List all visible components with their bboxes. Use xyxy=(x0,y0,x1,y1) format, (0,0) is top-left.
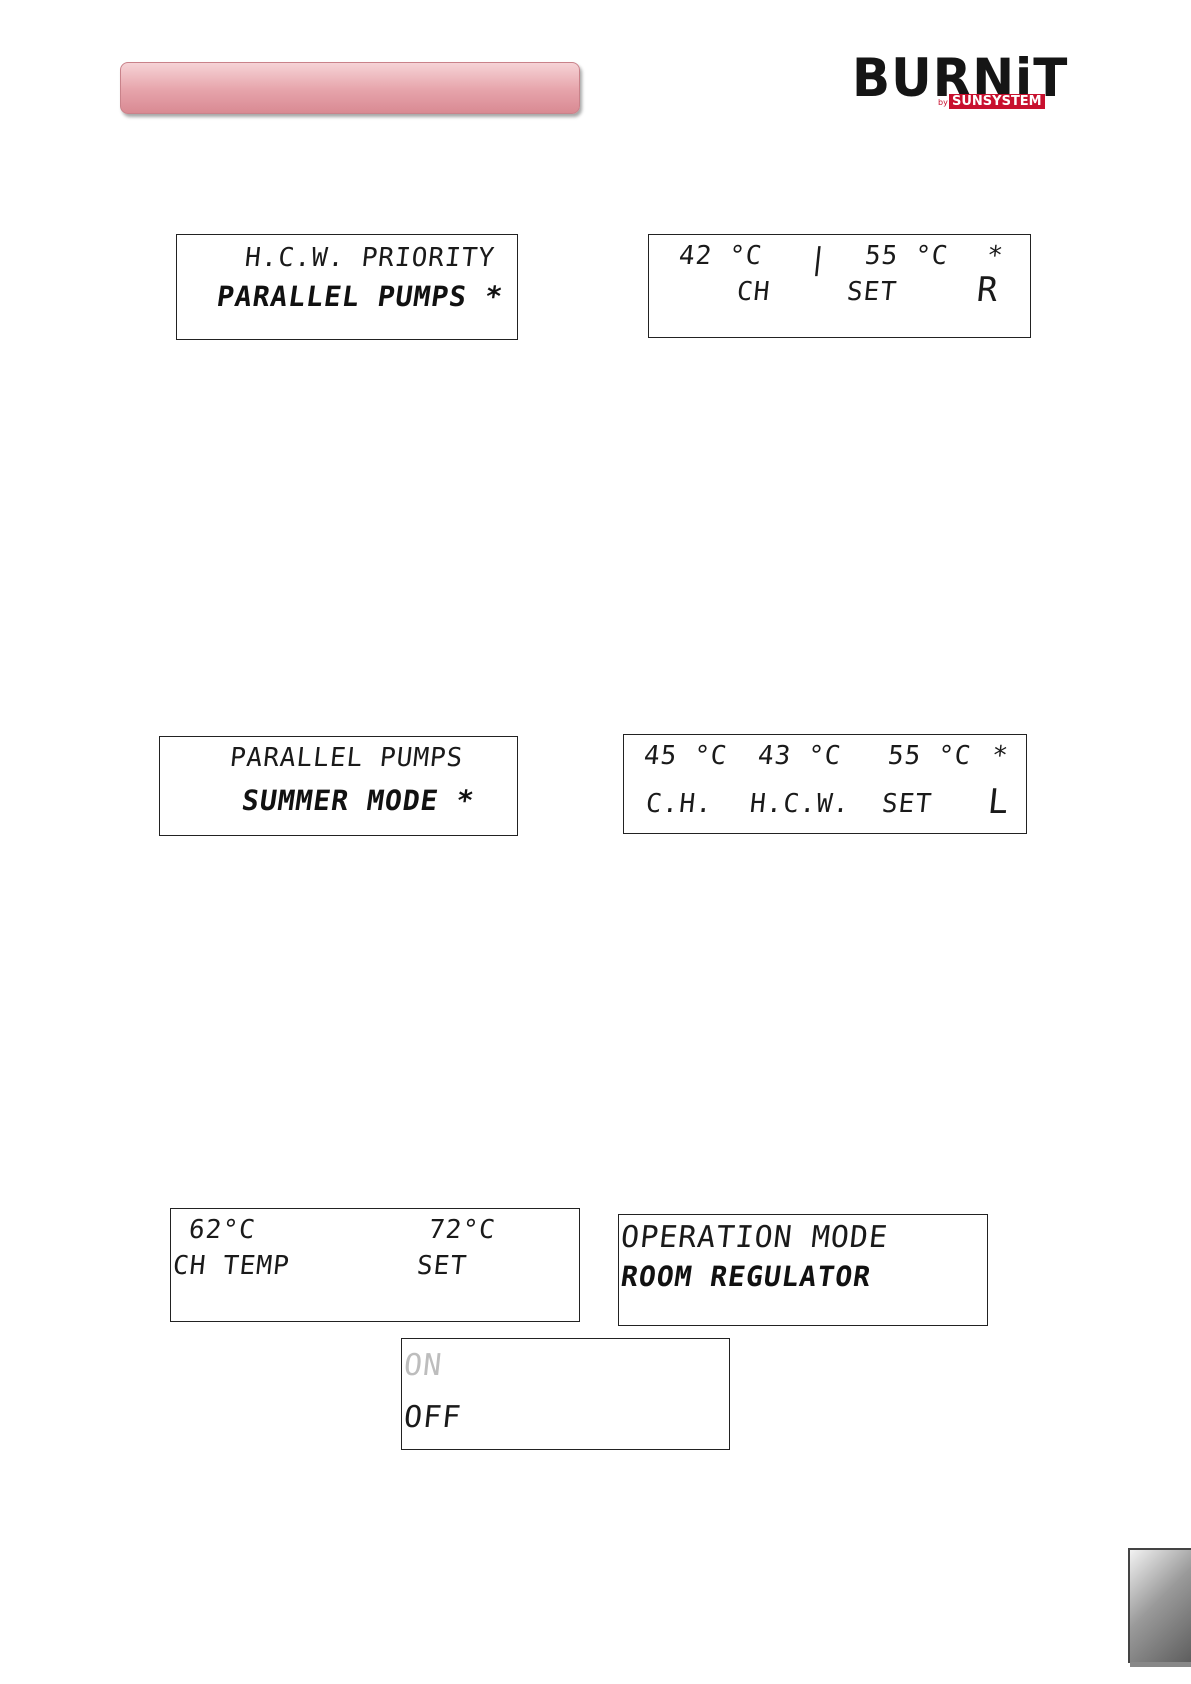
lcd-set-temp: 55 °C xyxy=(886,741,973,771)
lcd-label-set: SET xyxy=(845,277,899,307)
page-corner-shadow xyxy=(1130,1662,1191,1667)
section-header-bar xyxy=(120,62,580,114)
lcd-display-hcw-priority: H.C.W. PRIORITY PARALLEL PUMPS * xyxy=(176,234,518,340)
lcd-label-set: SET xyxy=(415,1251,469,1281)
lcd-display-summer-mode: PARALLEL PUMPS SUMMER MODE * xyxy=(159,736,518,836)
lcd-ch-temp: 45 °C xyxy=(642,741,729,771)
lcd-ch-temp: 62°C xyxy=(187,1215,258,1245)
lcd-line-1: OPERATION MODE xyxy=(619,1220,890,1255)
lcd-line-2: SUMMER MODE * xyxy=(239,784,477,817)
lcd-line-1: PARALLEL PUMPS xyxy=(228,743,465,773)
lcd-option-on: ON xyxy=(402,1348,445,1383)
lcd-label-set: SET xyxy=(880,789,934,819)
lcd-display-operation-mode: OPERATION MODE ROOM REGULATOR xyxy=(618,1214,988,1326)
lcd-star: * xyxy=(990,741,1011,771)
lcd-line-1: H.C.W. PRIORITY xyxy=(243,243,497,273)
lcd-label-ch: CH xyxy=(735,277,772,307)
logo-subbrand: SUNSYSTEM xyxy=(949,94,1045,109)
lcd-set-temp: 55 °C xyxy=(863,241,950,271)
lcd-option-off: OFF xyxy=(402,1400,464,1435)
lcd-display-ch-set-r: 42 °C | 55 °C * CH SET R xyxy=(648,234,1031,338)
lcd-mode-indicator: L xyxy=(985,782,1012,822)
lcd-label-ch-temp: CH TEMP xyxy=(171,1251,292,1281)
lcd-display-ch-hcw-set-l: 45 °C 43 °C 55 °C * C.H. H.C.W. SET L xyxy=(623,734,1027,834)
lcd-hcw-temp: 43 °C xyxy=(756,741,843,771)
lcd-label-hcw: H.C.W. xyxy=(748,789,852,819)
lcd-line-2: ROOM REGULATOR xyxy=(618,1260,874,1293)
lcd-set-temp: 72°C xyxy=(427,1215,498,1245)
page-corner-tab xyxy=(1128,1548,1191,1663)
lcd-ch-temp: 42 °C xyxy=(677,241,764,271)
lcd-star: * xyxy=(985,241,1006,271)
lcd-line-2: PARALLEL PUMPS * xyxy=(214,280,506,313)
lcd-mode-indicator: R xyxy=(974,270,1001,310)
lcd-label-ch: C.H. xyxy=(644,789,715,819)
logo-by: by xyxy=(938,98,948,107)
lcd-separator: | xyxy=(807,242,830,277)
burnit-logo: BURNiT by SUNSYSTEM xyxy=(852,49,1067,114)
lcd-display-ch-temp: 62°C 72°C CH TEMP SET xyxy=(170,1208,580,1322)
lcd-display-on-off: ON OFF xyxy=(401,1338,730,1450)
